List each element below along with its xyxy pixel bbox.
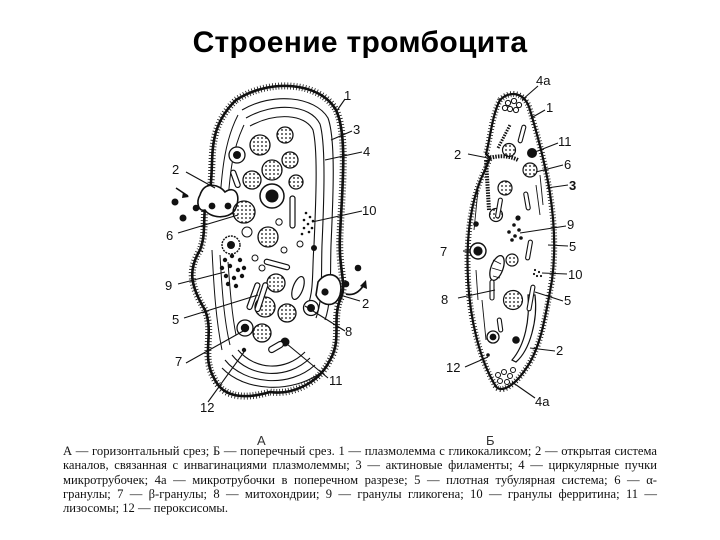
- slide-title: Строение тромбоцита: [192, 26, 528, 59]
- svg-text:11: 11: [329, 373, 343, 388]
- svg-text:5: 5: [172, 312, 179, 327]
- panel-b-label: Б: [486, 433, 495, 448]
- svg-text:8: 8: [345, 324, 352, 339]
- svg-text:11: 11: [558, 134, 572, 149]
- panel-a-horizontal-section: [171, 82, 367, 400]
- svg-text:1: 1: [344, 88, 351, 103]
- svg-text:5: 5: [564, 293, 571, 308]
- svg-text:9: 9: [165, 278, 172, 293]
- platelet-diagram: 1 3 4 2 6 10 9 2 5 8 7 11 12: [165, 73, 582, 415]
- svg-text:2: 2: [172, 162, 179, 177]
- svg-text:9: 9: [567, 217, 574, 232]
- svg-text:2: 2: [556, 343, 563, 358]
- svg-text:2: 2: [362, 296, 369, 311]
- svg-text:4: 4: [363, 144, 370, 159]
- panel-a-label: А: [257, 433, 266, 448]
- panel-a-callout-labels: 1 3 4 2 6 10 9 2 5 8 7 11 12: [165, 88, 376, 415]
- svg-text:6: 6: [166, 228, 173, 243]
- figure-caption: А — горизонтальный срез; Б — поперечный …: [63, 444, 657, 515]
- svg-text:4а: 4а: [535, 394, 550, 409]
- svg-text:10: 10: [568, 267, 582, 282]
- svg-text:2: 2: [454, 147, 461, 162]
- svg-text:5: 5: [569, 239, 576, 254]
- svg-text:10: 10: [362, 203, 376, 218]
- svg-text:12: 12: [200, 400, 214, 415]
- panel-b-callout-labels: 4а 1 11 2 6 3 9 5 7 10 8 5 2 12 4а: [440, 73, 582, 409]
- svg-text:1: 1: [546, 100, 553, 115]
- panel-b-callout-lines: [457, 85, 569, 399]
- panel-a-callout-lines: [177, 98, 363, 403]
- svg-text:7: 7: [175, 354, 182, 369]
- svg-text:6: 6: [564, 157, 571, 172]
- svg-text:12: 12: [446, 360, 460, 375]
- caption-text: А — горизонтальный срез; Б — поперечный …: [63, 444, 657, 516]
- svg-text:3: 3: [569, 178, 576, 193]
- svg-text:3: 3: [353, 122, 360, 137]
- panel-b-transverse-section: [464, 91, 558, 392]
- plasmalemma-outline-b: [466, 92, 556, 391]
- svg-text:8: 8: [441, 292, 448, 307]
- svg-text:7: 7: [440, 244, 447, 259]
- svg-text:4а: 4а: [536, 73, 551, 88]
